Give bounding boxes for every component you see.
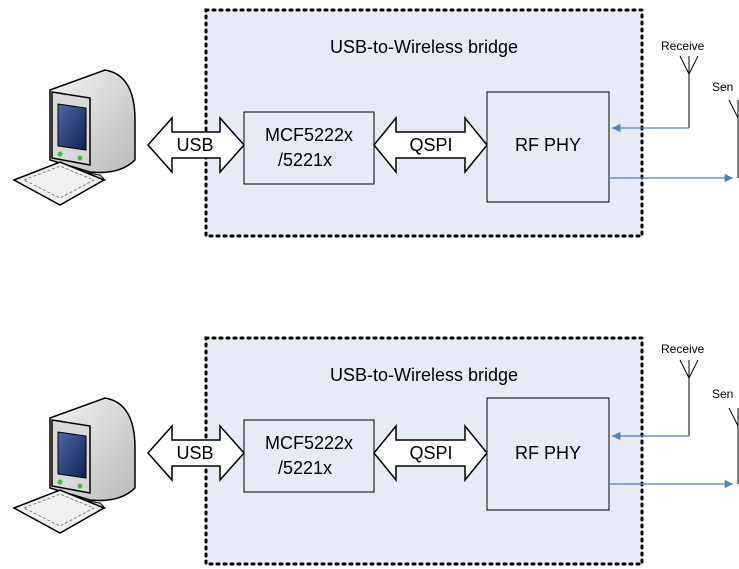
receive-label: Receive <box>661 39 705 53</box>
bridge-diagram-1: USB-to-Wireless bridge USB MCF5222x /522… <box>12 8 739 238</box>
receive-antenna: Receive <box>612 342 705 441</box>
mcu-block: MCF5222x /5221x <box>243 111 375 185</box>
mcu-label-line1: MCF5222x <box>265 125 353 145</box>
antenna-icon <box>728 407 739 484</box>
mcu-label-line2: /5221x <box>278 458 332 478</box>
bridge-title: USB-to-Wireless bridge <box>330 365 518 385</box>
antenna-icon <box>679 55 699 128</box>
bridge-title: USB-to-Wireless bridge <box>330 37 518 57</box>
send-label: Sen <box>712 80 733 94</box>
mcu-label-line2: /5221x <box>278 150 332 170</box>
mcu-label-line1: MCF5222x <box>265 433 353 453</box>
bridge-diagram-2: USB-to-Wireless bridge USB MCF5222x /522… <box>12 336 739 566</box>
send-antenna: Sen <box>609 80 739 183</box>
desktop-computer-icon <box>12 397 136 534</box>
usb-label: USB <box>176 135 213 155</box>
receive-label: Receive <box>661 342 705 356</box>
send-antenna: Sen <box>609 387 739 489</box>
qspi-label: QSPI <box>409 135 452 155</box>
desktop-computer-icon <box>12 69 136 206</box>
rf-phy-label: RF PHY <box>515 135 581 155</box>
usb-label: USB <box>176 443 213 463</box>
rf-phy-label: RF PHY <box>515 443 581 463</box>
antenna-icon <box>728 99 739 178</box>
antenna-icon <box>679 359 699 436</box>
mcu-block: MCF5222x /5221x <box>243 419 375 493</box>
rf-phy-block: RF PHY <box>486 397 610 511</box>
receive-antenna: Receive <box>612 39 705 133</box>
rf-phy-block: RF PHY <box>486 91 610 203</box>
qspi-label: QSPI <box>409 443 452 463</box>
send-label: Sen <box>712 387 733 401</box>
